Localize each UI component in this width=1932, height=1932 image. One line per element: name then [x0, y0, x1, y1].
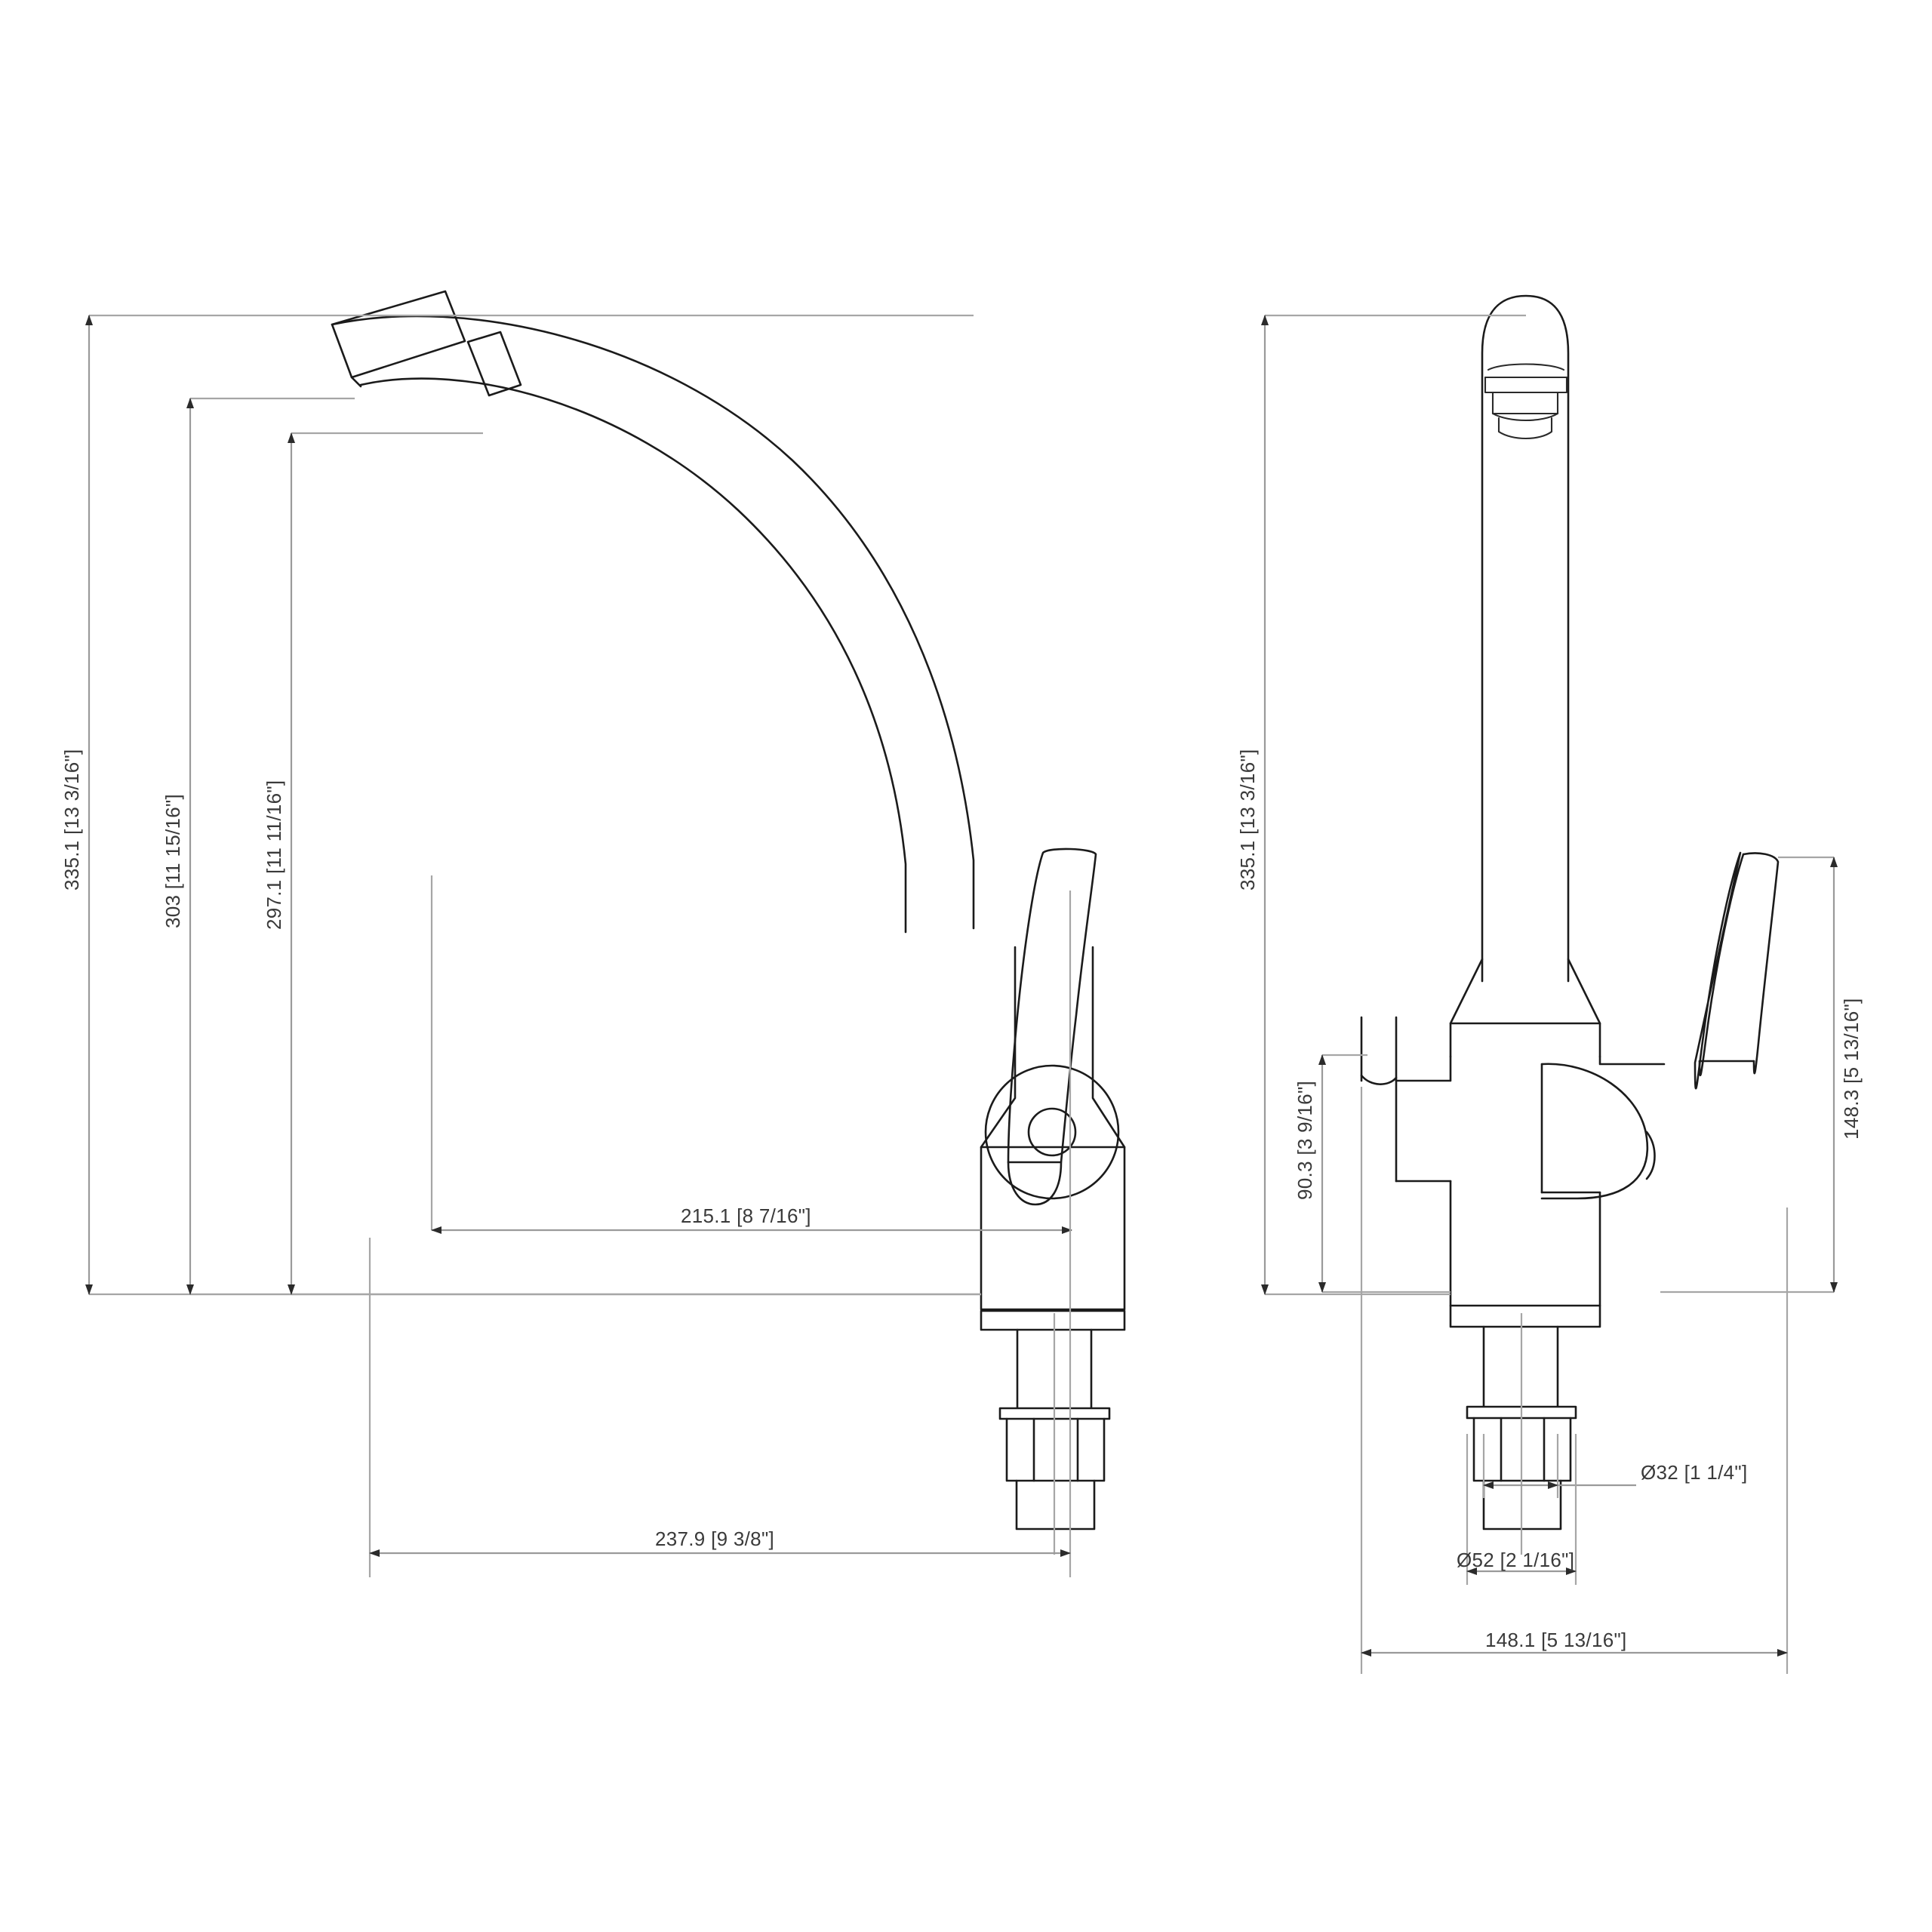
- dimlabel-spout-reach: 215.1 [8 7/16"]: [681, 1204, 811, 1227]
- dimlabel-overall-depth: 237.9 [9 3/8"]: [655, 1527, 774, 1550]
- dimlabel-handle-height: 148.3 [5 13/16"]: [1840, 998, 1863, 1140]
- handle-pivot-circle: [984, 1064, 1120, 1200]
- base-flange: [1449, 1304, 1601, 1328]
- lever-handle: [1694, 851, 1780, 1090]
- dimlabel-side-outlet-height: 90.3 [3 9/16"]: [1294, 1081, 1316, 1200]
- lever-handle: [1007, 848, 1097, 1206]
- side-outlet-stub: [1360, 1016, 1398, 1085]
- vertical-spout-tube: [1481, 294, 1570, 983]
- side-view-geometry: [331, 290, 1126, 1555]
- dimlabel-spout-height-inner: 297.1 [11 11/16"]: [263, 780, 285, 930]
- front-view-dimensions: 335.1 [13 3/16"] 90.3 [3 9/16"] 148.3 [5…: [1236, 314, 1863, 1674]
- aerator-ring-detail: [1484, 363, 1568, 439]
- dimlabel-overall-width: 148.1 [5 13/16"]: [1485, 1629, 1627, 1651]
- dimlabel-fv-overall-height: 335.1 [13 3/16"]: [1236, 749, 1259, 891]
- angled-aerator-outlet: [331, 290, 522, 397]
- valve-body: [1395, 958, 1666, 1307]
- base-flange: [980, 1309, 1126, 1331]
- mounting-nut: [1005, 1417, 1106, 1531]
- dimlabel-overall-height: 335.1 [13 3/16"]: [60, 749, 83, 891]
- front-view-geometry: [1360, 294, 1780, 1555]
- side-view-dimensions: 335.1 [13 3/16"] 303 [11 15/16"] 297.1 […: [60, 314, 1072, 1577]
- gooseneck-spout: [331, 315, 975, 934]
- domed-handle-cap: [1540, 1063, 1656, 1200]
- dimlabel-shank-diameter: Ø32 [1 1/4"]: [1641, 1461, 1747, 1484]
- dimlabel-spout-height-outer: 303 [11 15/16"]: [162, 794, 184, 928]
- valve-body: [980, 946, 1126, 1311]
- dimlabel-base-diameter: Ø52 [2 1/16"]: [1457, 1549, 1574, 1571]
